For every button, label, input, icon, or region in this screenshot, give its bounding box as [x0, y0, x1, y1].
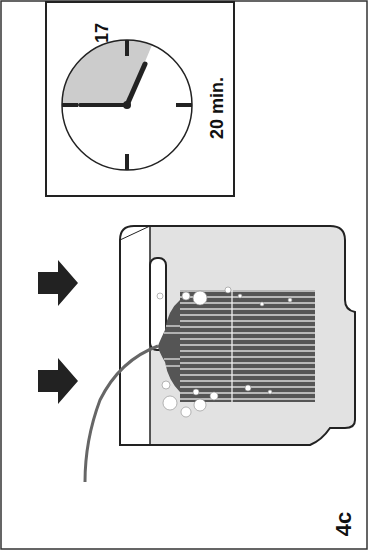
step-number: 17: [92, 23, 113, 43]
push-arrows: [38, 260, 78, 404]
clock: [62, 40, 192, 170]
figure-number: 4c: [331, 512, 357, 536]
container: [85, 226, 355, 482]
timer-panel: 17 20 min.: [45, 1, 235, 197]
duration-label: 20 min.: [207, 77, 228, 139]
